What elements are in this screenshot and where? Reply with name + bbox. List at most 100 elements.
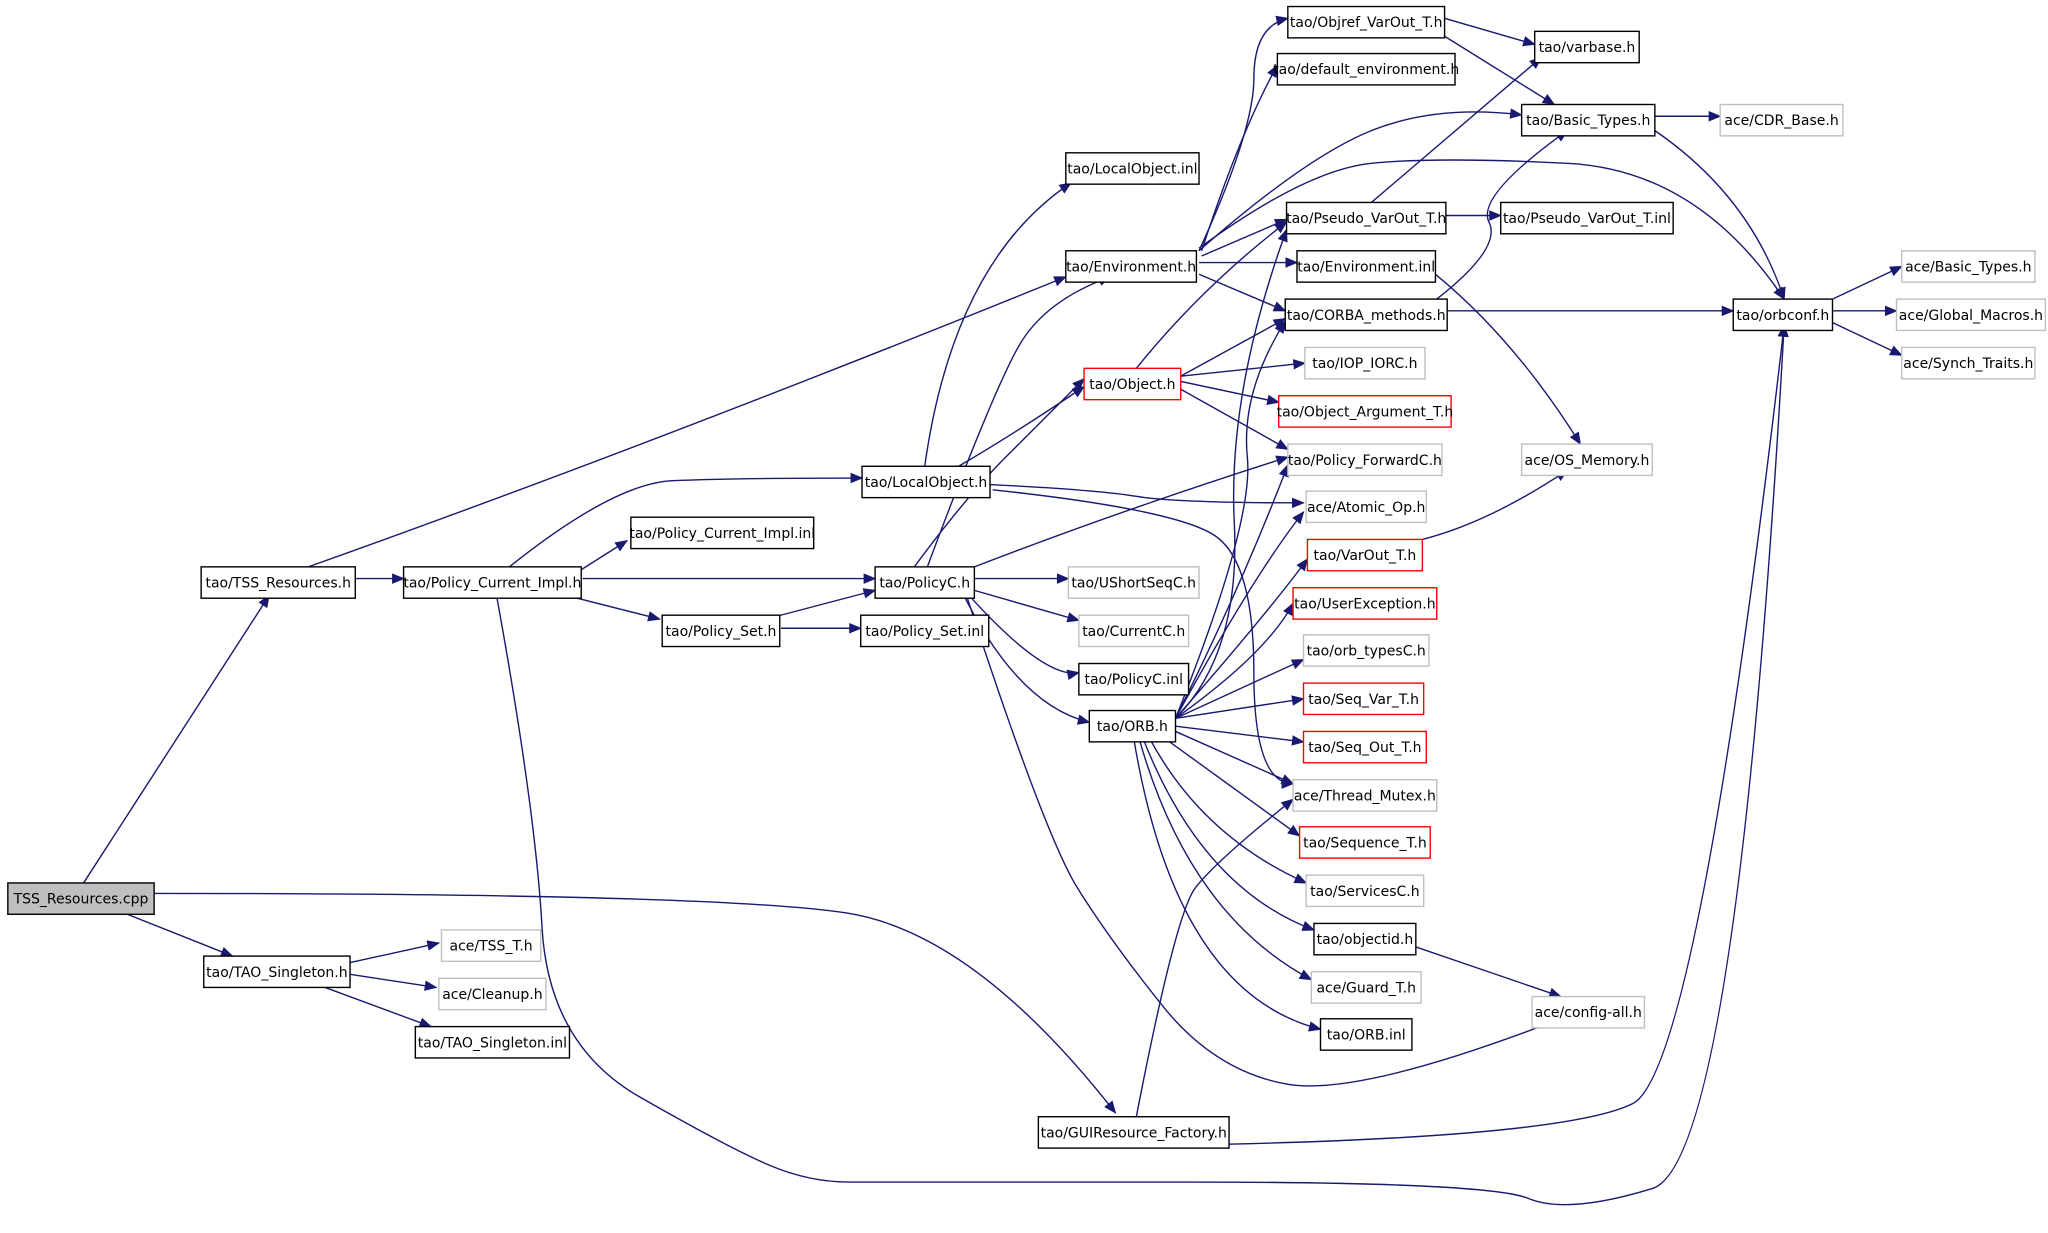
file-node-localobject-inl[interactable]: tao/LocalObject.inl — [1065, 152, 1200, 185]
file-node-default-env[interactable]: tao/default_environment.h — [1273, 52, 1459, 86]
edge-line — [924, 182, 1072, 467]
file-node-iop-iorc[interactable]: tao/IOP_IORC.h — [1304, 346, 1426, 380]
node-label: tao/PolicyC.inl — [1084, 672, 1183, 688]
file-node-ace-basic-types[interactable]: ace/Basic_Types.h — [1901, 250, 2036, 283]
file-node-orbconf[interactable]: tao/orbconf.h — [1732, 298, 1834, 332]
file-node-policyc[interactable]: tao/PolicyC.h — [874, 566, 976, 599]
file-node-object[interactable]: tao/Object.h — [1083, 367, 1182, 401]
file-node-basic-types[interactable]: tao/Basic_Types.h — [1520, 103, 1656, 137]
file-node-orb-typesc[interactable]: tao/orb_typesC.h — [1302, 634, 1430, 667]
edge-line — [1227, 325, 1785, 1145]
edge-line — [1180, 388, 1289, 450]
file-node-varbase[interactable]: tao/varbase.h — [1533, 30, 1640, 64]
file-node-synch-traits[interactable]: ace/Synch_Traits.h — [1901, 346, 2036, 380]
file-node-ace-cleanup[interactable]: ace/Cleanup.h — [438, 977, 547, 1011]
arrowhead — [862, 588, 877, 599]
file-node-pseudo-varout[interactable]: tao/Pseudo_VarOut_T.h — [1285, 201, 1447, 235]
file-node-seq-var[interactable]: tao/Seq_Var_T.h — [1302, 682, 1425, 716]
arrowhead — [1275, 15, 1290, 26]
file-node-policyc-inl[interactable]: tao/PolicyC.inl — [1078, 662, 1190, 696]
node-box — [860, 614, 990, 648]
node-box — [1533, 30, 1640, 64]
file-node-objectid[interactable]: tao/objectid.h — [1313, 922, 1417, 956]
file-node-varout[interactable]: tao/VarOut_T.h — [1306, 538, 1424, 572]
file-node-tao-singleton-inl[interactable]: tao/TAO_Singleton.inl — [414, 1025, 571, 1059]
node-label: ace/Guard_T.h — [1316, 980, 1416, 996]
arrowhead — [1280, 798, 1295, 811]
file-node-servicesc[interactable]: tao/ServicesC.h — [1305, 874, 1425, 908]
file-node-policy-forwardc[interactable]: tao/Policy_ForwardC.h — [1287, 443, 1443, 477]
node-label: tao/Policy_ForwardC.h — [1288, 453, 1442, 469]
file-node-localobject[interactable]: tao/LocalObject.h — [861, 465, 991, 499]
file-node-orb-inl[interactable]: tao/ORB.inl — [1319, 1018, 1413, 1051]
arrowhead — [1285, 257, 1299, 268]
node-label: tao/TAO_Singleton.h — [206, 965, 347, 981]
node-label: ace/TSS_T.h — [450, 939, 533, 955]
node-box — [1067, 566, 1200, 599]
edge-line — [992, 489, 1294, 785]
include-edge-orb-to-guard-t — [1138, 737, 1313, 981]
arrowhead — [1277, 228, 1288, 243]
file-node-tss-res[interactable]: tao/TSS_Resources.h — [200, 566, 356, 599]
include-edge-objref-varout-to-varbase — [1444, 17, 1536, 47]
file-node-environment-inl[interactable]: tao/Environment.inl — [1296, 250, 1437, 283]
file-node-environment[interactable]: tao/Environment.h — [1065, 250, 1198, 283]
node-box — [200, 566, 356, 599]
arrowhead — [1274, 320, 1286, 334]
arrowhead — [1283, 602, 1294, 617]
file-node-global-macros[interactable]: ace/Global_Macros.h — [1895, 298, 2047, 332]
arrowhead — [1104, 1100, 1117, 1114]
file-node-cdr-base[interactable]: ace/CDR_Base.h — [1719, 103, 1844, 137]
file-node-policy-set-inl[interactable]: tao/Policy_Set.inl — [860, 614, 990, 648]
file-node-guard-t[interactable]: ace/Guard_T.h — [1310, 971, 1422, 1004]
file-node-tao-singleton[interactable]: tao/TAO_Singleton.h — [203, 955, 351, 989]
file-node-seq-out[interactable]: tao/Seq_Out_T.h — [1302, 730, 1427, 764]
include-edge-orb-to-corba-methods — [1174, 320, 1286, 719]
file-node-policy-current-impl-inl[interactable]: tao/Policy_Current_Impl.inl — [629, 516, 815, 550]
node-label: tao/IOP_IORC.h — [1312, 356, 1417, 372]
node-label: tao/ORB.h — [1097, 719, 1168, 735]
node-box — [1302, 730, 1427, 764]
include-edge-tao-singleton-to-ace-cleanup — [349, 973, 438, 991]
file-node-atomic-op[interactable]: ace/Atomic_Op.h — [1305, 490, 1427, 524]
include-edge-orbconf-to-global-macros — [1832, 305, 1898, 317]
file-node-objref-varout[interactable]: tao/Objref_VarOut_T.h — [1287, 5, 1446, 39]
edge-line — [1436, 130, 1568, 300]
file-node-config-all[interactable]: ace/config-all.h — [1531, 995, 1646, 1029]
file-node-gui-factory[interactable]: tao/GUIResource_Factory.h — [1037, 1116, 1230, 1149]
include-edge-policyc-to-ushortseqc — [974, 573, 1070, 584]
edge-line — [1198, 111, 1522, 252]
arrowhead — [1272, 301, 1287, 312]
node-label: tao/Policy_Set.h — [666, 624, 777, 640]
include-edge-tao-singleton-to-tao-singleton-inl — [310, 981, 433, 1028]
node-box — [1305, 874, 1425, 908]
file-node-userexception[interactable]: tao/UserException.h — [1292, 587, 1438, 620]
file-node-os-memory[interactable]: ace/OS_Memory.h — [1520, 443, 1653, 477]
file-node-orb[interactable]: tao/ORB.h — [1088, 709, 1177, 743]
file-node-policy-set[interactable]: tao/Policy_Set.h — [661, 614, 781, 648]
file-node-sequence-t[interactable]: tao/Sequence_T.h — [1298, 826, 1431, 859]
file-node-currentc[interactable]: tao/CurrentC.h — [1078, 614, 1190, 648]
edge-line — [990, 483, 1304, 504]
file-node-thread-mutex[interactable]: ace/Thread_Mutex.h — [1292, 779, 1438, 812]
file-node-ace-tss-t[interactable]: ace/TSS_T.h — [440, 929, 542, 963]
include-edge-policyc-to-policyc-inl — [968, 595, 1081, 680]
file-node-policy-current-impl[interactable]: tao/Policy_Current_Impl.h — [402, 566, 582, 599]
edge-line — [1175, 603, 1294, 719]
file-node-root[interactable]: TSS_Resources.cpp — [7, 882, 155, 915]
arrowhead — [849, 623, 863, 634]
file-node-corba-methods[interactable]: tao/CORBA_methods.h — [1284, 298, 1448, 332]
include-edge-policy-set-to-policyc — [775, 588, 877, 618]
node-label: tao/Policy_Current_Impl.h — [403, 576, 581, 592]
node-label: tao/Object.h — [1089, 377, 1175, 393]
file-nodes: TSS_Resources.cpp tao/TSS_Resources.h tao/… — [7, 5, 2047, 1149]
file-node-ushortseqc[interactable]: tao/UShortSeqC.h — [1067, 566, 1200, 599]
include-edge-objectid-to-config-all — [1415, 946, 1563, 998]
arrowhead — [1509, 108, 1523, 119]
file-node-pseudo-varout-inl[interactable]: tao/Pseudo_VarOut_T.inl — [1500, 201, 1674, 235]
include-edge-orb-to-thread-mutex — [1175, 730, 1295, 785]
file-node-object-argument[interactable]: tao/Object_Argument_T.h — [1277, 395, 1454, 428]
node-label: tao/Environment.h — [1066, 259, 1196, 275]
arrowhead — [1298, 969, 1313, 981]
